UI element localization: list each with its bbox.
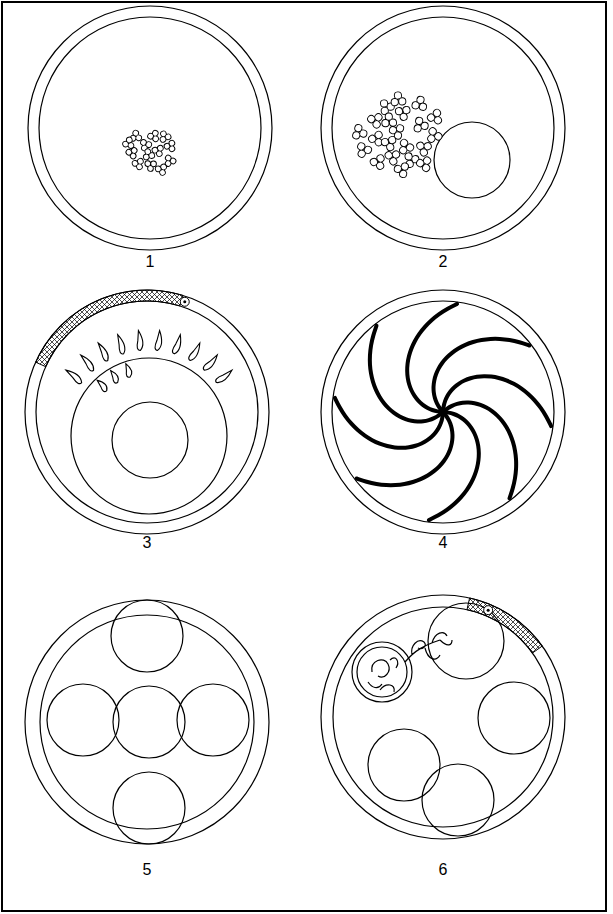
ring — [71, 358, 227, 514]
plate-well — [36, 301, 258, 523]
medallion — [478, 682, 550, 754]
spiral-arm — [443, 403, 516, 499]
medallion — [47, 684, 119, 756]
flame-motifs — [66, 331, 232, 392]
medallion — [368, 729, 440, 801]
spiral-arm — [443, 376, 551, 426]
medallion — [113, 772, 185, 844]
scroll-leaf — [368, 633, 452, 692]
plate-rim — [28, 6, 272, 250]
medallion — [111, 600, 183, 672]
fish-eye — [484, 606, 493, 615]
medallion — [112, 402, 188, 478]
fish-eye — [180, 297, 189, 306]
plate-rim — [321, 595, 565, 839]
plate-rim — [321, 290, 565, 534]
plate-well — [332, 301, 554, 523]
figure-number: 1 — [146, 254, 155, 270]
plate-well — [333, 607, 553, 827]
plate-well — [40, 615, 254, 829]
medallion — [422, 764, 494, 836]
plate-rim — [25, 600, 269, 844]
plate-rim — [25, 290, 269, 534]
scroll-medallion — [352, 642, 412, 702]
medallion — [434, 122, 510, 198]
plate-well — [332, 17, 554, 239]
trefoil-cluster — [351, 91, 446, 179]
medallion — [113, 686, 185, 758]
fish-band — [467, 598, 542, 653]
figure-number: 2 — [439, 254, 448, 270]
trefoil-cluster — [121, 127, 179, 177]
figure-number: 6 — [439, 862, 448, 878]
figure-number: 3 — [143, 535, 152, 551]
figure-number: 5 — [143, 862, 152, 878]
figure-number: 4 — [439, 535, 448, 551]
fish-band — [36, 290, 183, 367]
scroll-medallion — [357, 647, 407, 697]
plate-well — [39, 17, 261, 239]
medallion — [177, 684, 249, 756]
plate-rim — [321, 6, 565, 250]
frame — [2, 2, 606, 911]
